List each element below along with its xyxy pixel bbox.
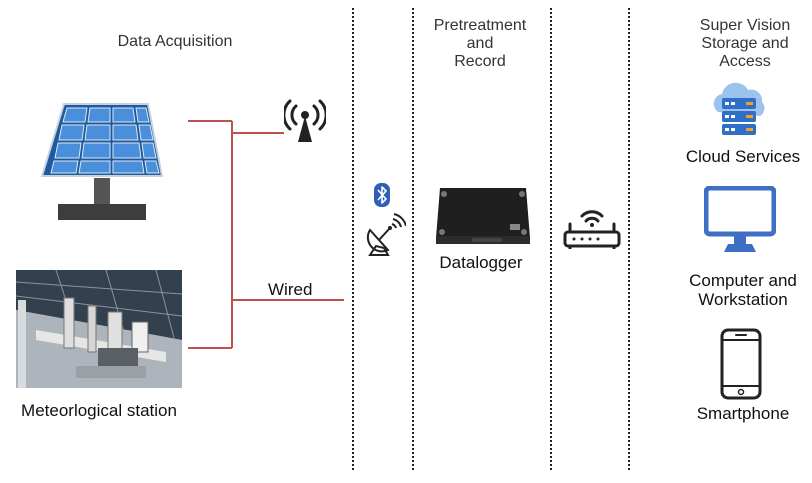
cloud-server-icon: [713, 82, 765, 135]
cloud-services-label: Cloud Services: [685, 147, 801, 166]
divider-4: [628, 8, 630, 470]
divider-3: [550, 8, 552, 470]
smartphone-icon: [720, 328, 762, 400]
datalogger-image: [436, 188, 530, 244]
computer-label-line2: Workstation: [698, 290, 788, 309]
divider-2: [412, 8, 414, 470]
monitor-icon: [704, 186, 776, 252]
header-supervision-line2: Storage and: [701, 35, 789, 52]
bluetooth-icon: [374, 183, 390, 207]
solar-panel-image: [40, 103, 164, 220]
computer-label-line1: Computer and: [689, 271, 797, 290]
meteorological-station-image: [16, 270, 182, 388]
header-pretreatment-line3: Record: [454, 53, 506, 70]
header-pretreatment-line2: and: [466, 35, 494, 52]
header-pretreatment-record: Pretreatment and Record: [415, 17, 545, 71]
satellite-dish-icon: [366, 213, 406, 256]
computer-workstation-label: Computer and Workstation: [676, 271, 810, 309]
header-data-acquisition: Data Acquisition: [117, 33, 233, 50]
header-pretreatment-line1: Pretreatment: [433, 17, 527, 34]
datalogger-label: Datalogger: [439, 253, 523, 272]
smartphone-label: Smartphone: [696, 404, 790, 423]
header-supervision-storage-access: Super Vision Storage and Access: [680, 17, 810, 71]
header-supervision-line3: Access: [719, 53, 771, 70]
antenna-icon: [284, 99, 326, 142]
wifi-router-icon: [563, 210, 621, 249]
meteorological-station-label: Meteorlogical station: [21, 401, 177, 420]
divider-1: [352, 8, 354, 470]
header-supervision-line1: Super Vision: [699, 17, 791, 34]
wired-label: Wired: [268, 280, 313, 299]
